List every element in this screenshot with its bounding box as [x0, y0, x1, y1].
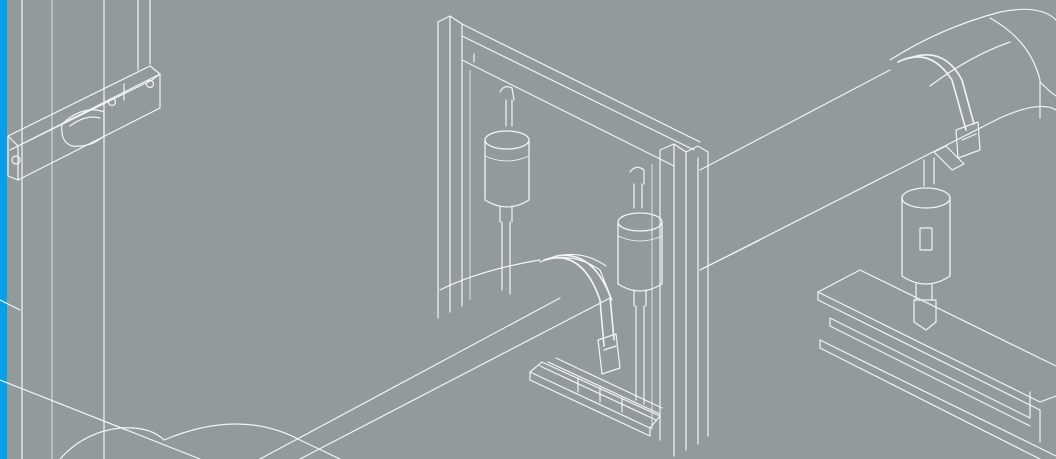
pipe-clamp-center	[543, 254, 621, 375]
riser-clamp	[7, 65, 161, 181]
vertical-riser-pipe	[21, 0, 151, 459]
pipe-clamp-right	[897, 54, 981, 159]
spring-hanger-right	[901, 145, 965, 331]
accent-bar	[0, 0, 7, 459]
pipe-elbow-left	[59, 423, 341, 459]
horizontal-pipe	[0, 69, 1001, 459]
lower-pipe-edge	[0, 239, 761, 311]
support-frame	[437, 15, 709, 457]
pipe-elbow-right	[889, 8, 1056, 119]
spring-hanger-rear	[484, 86, 530, 295]
steel-beam	[817, 269, 1056, 459]
roller-support	[529, 357, 663, 437]
spring-hanger-front	[617, 166, 663, 405]
